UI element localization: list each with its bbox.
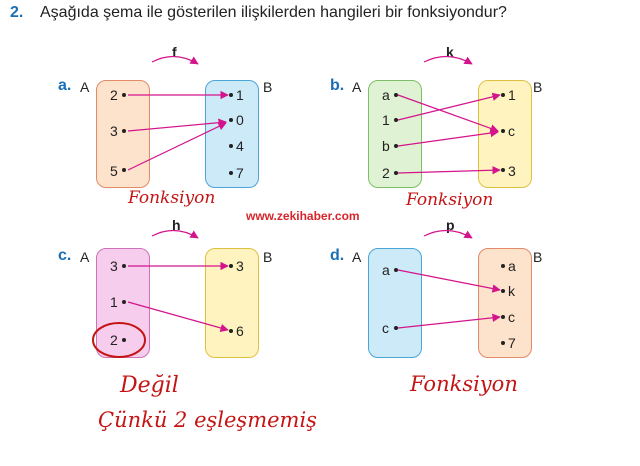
panel-d-set-a-name: A	[352, 249, 362, 265]
panel-b-codomain-element: 1	[508, 87, 516, 103]
panel-a-domain-set	[96, 80, 150, 188]
panel-a-codomain-element: 0	[236, 112, 244, 128]
panel-d-codomain-element: 7	[508, 335, 516, 351]
panel-d-function-name: p	[446, 217, 455, 233]
panel-c-set-b-name: B	[263, 249, 273, 265]
panel-d-codomain-set	[478, 248, 532, 358]
panel-a-codomain-set	[205, 80, 259, 188]
panel-b-codomain-element: 3	[508, 163, 516, 179]
panel-c-codomain-element: 3	[236, 258, 244, 274]
panel-a-handwritten-note: Fonksiyon	[128, 188, 216, 208]
panel-c-label: c.	[58, 247, 72, 264]
panel-a-codomain-element: 4	[236, 138, 244, 154]
panel-d-codomain-element: k	[508, 283, 515, 299]
panel-d-codomain-element: c	[508, 309, 515, 325]
panel-d-set-b-name: B	[533, 249, 543, 265]
question-number: 2.	[10, 4, 24, 21]
watermark-url: www.zekihaber.com	[246, 209, 360, 223]
panel-c-codomain-set	[205, 248, 259, 358]
panel-a-set-b-name: B	[263, 79, 273, 95]
question-text: Aşağıda şema ile gösterilen ilişkilerden…	[40, 4, 507, 21]
panel-a-domain-element: 5	[110, 163, 118, 179]
panel-b-set-a-name: A	[352, 79, 362, 95]
panel-b-domain-element: a	[382, 87, 390, 103]
panel-c-handwritten-reason: Çünkü 2 eşleşmemiş	[98, 408, 317, 432]
panel-c-set-a-name: A	[80, 249, 90, 265]
panel-c-domain-set	[96, 248, 150, 358]
panel-c-domain-element: 3	[110, 258, 118, 274]
panel-b-codomain-element: c	[508, 123, 515, 139]
panel-c-domain-element: 2	[110, 332, 118, 348]
panel-b-handwritten-note: Fonksiyon	[406, 190, 494, 210]
panel-b-function-name: k	[446, 44, 454, 60]
panel-a-domain-element: 2	[110, 87, 118, 103]
panel-b-codomain-set	[478, 80, 532, 188]
panel-a-codomain-element: 1	[236, 87, 244, 103]
panel-c-codomain-element: 6	[236, 323, 244, 339]
panel-b-domain-element: b	[382, 138, 390, 154]
panel-a-function-name: f	[172, 44, 177, 60]
panel-d-domain-element: c	[382, 320, 389, 336]
panel-d-domain-set	[368, 248, 422, 358]
panel-b-domain-element: 2	[382, 165, 390, 181]
panel-b-domain-element: 1	[382, 112, 390, 128]
panel-d-label: d.	[330, 247, 345, 264]
panel-d-codomain-element: a	[508, 258, 516, 274]
panel-d-handwritten-note: Fonksiyon	[410, 372, 518, 396]
panel-c-domain-element: 1	[110, 294, 118, 310]
panel-a-domain-element: 3	[110, 123, 118, 139]
panel-c-function-name: h	[172, 217, 181, 233]
panel-a-label: a.	[58, 77, 72, 94]
panel-c-handwritten-note: Değil	[120, 373, 179, 398]
panel-d-domain-element: a	[382, 262, 390, 278]
panel-a-set-a-name: A	[80, 79, 90, 95]
panel-a-codomain-element: 7	[236, 165, 244, 181]
panel-b-label: b.	[330, 77, 345, 94]
panel-b-set-b-name: B	[533, 79, 543, 95]
panel-b-domain-set	[368, 80, 422, 188]
